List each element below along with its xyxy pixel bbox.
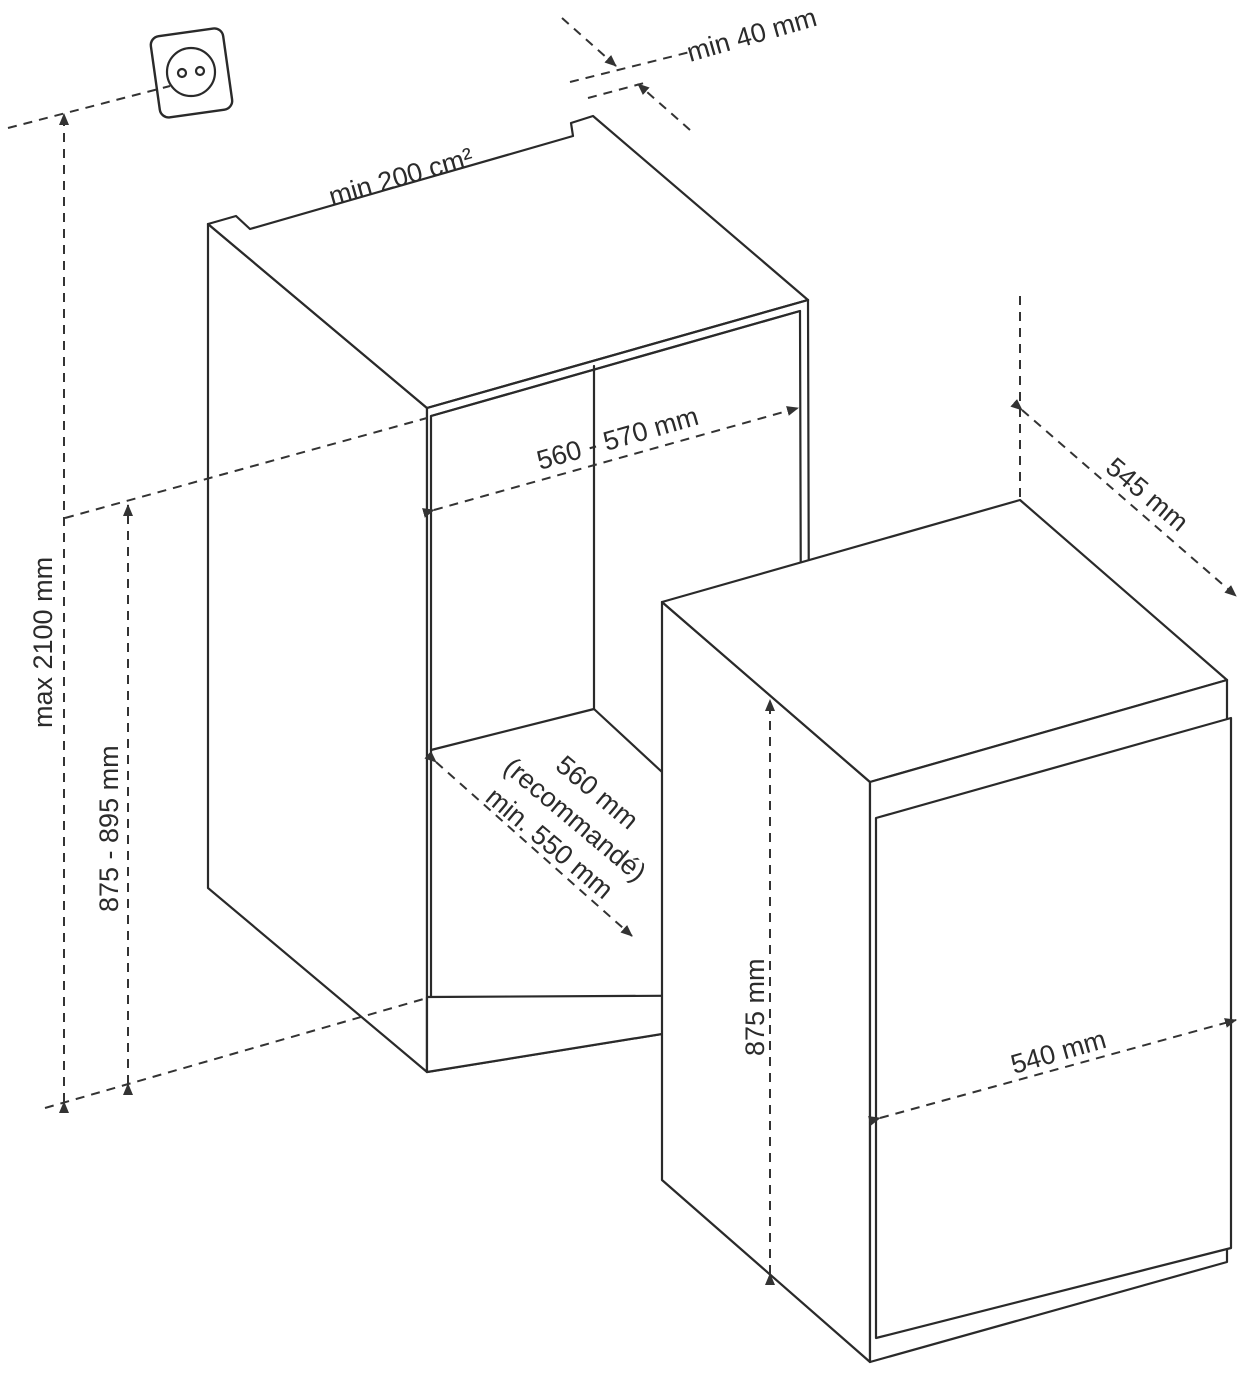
niche-top-lip-inner <box>429 309 802 418</box>
appliance-door <box>874 716 1233 1340</box>
power-socket-icon <box>149 27 234 119</box>
appliance-depth-label: 545 mm <box>1100 452 1194 538</box>
max-height-label: max 2100 mm <box>28 557 58 728</box>
gap-arrow-lower <box>637 83 691 131</box>
niche-height-label: 875 - 895 mm <box>94 745 124 912</box>
min-gap-label: min 40 mm <box>683 2 820 68</box>
appliance <box>660 498 1233 1364</box>
appliance-height-label: 875 mm <box>740 958 770 1056</box>
top-extension-line <box>7 85 171 129</box>
floor-extension-line <box>44 997 428 1109</box>
niche-top-lip <box>425 298 810 410</box>
gap-extension-upper <box>569 51 691 83</box>
niche-bottom-extension <box>64 417 428 519</box>
gap-arrow-upper <box>561 17 617 67</box>
niche-depth-dimension <box>424 750 633 937</box>
niche-floor-back-edge <box>429 707 596 752</box>
niche-floor-side-edge <box>592 707 664 774</box>
appliance-width-dimension <box>868 1018 1237 1126</box>
dimension-lines <box>7 17 1237 1285</box>
